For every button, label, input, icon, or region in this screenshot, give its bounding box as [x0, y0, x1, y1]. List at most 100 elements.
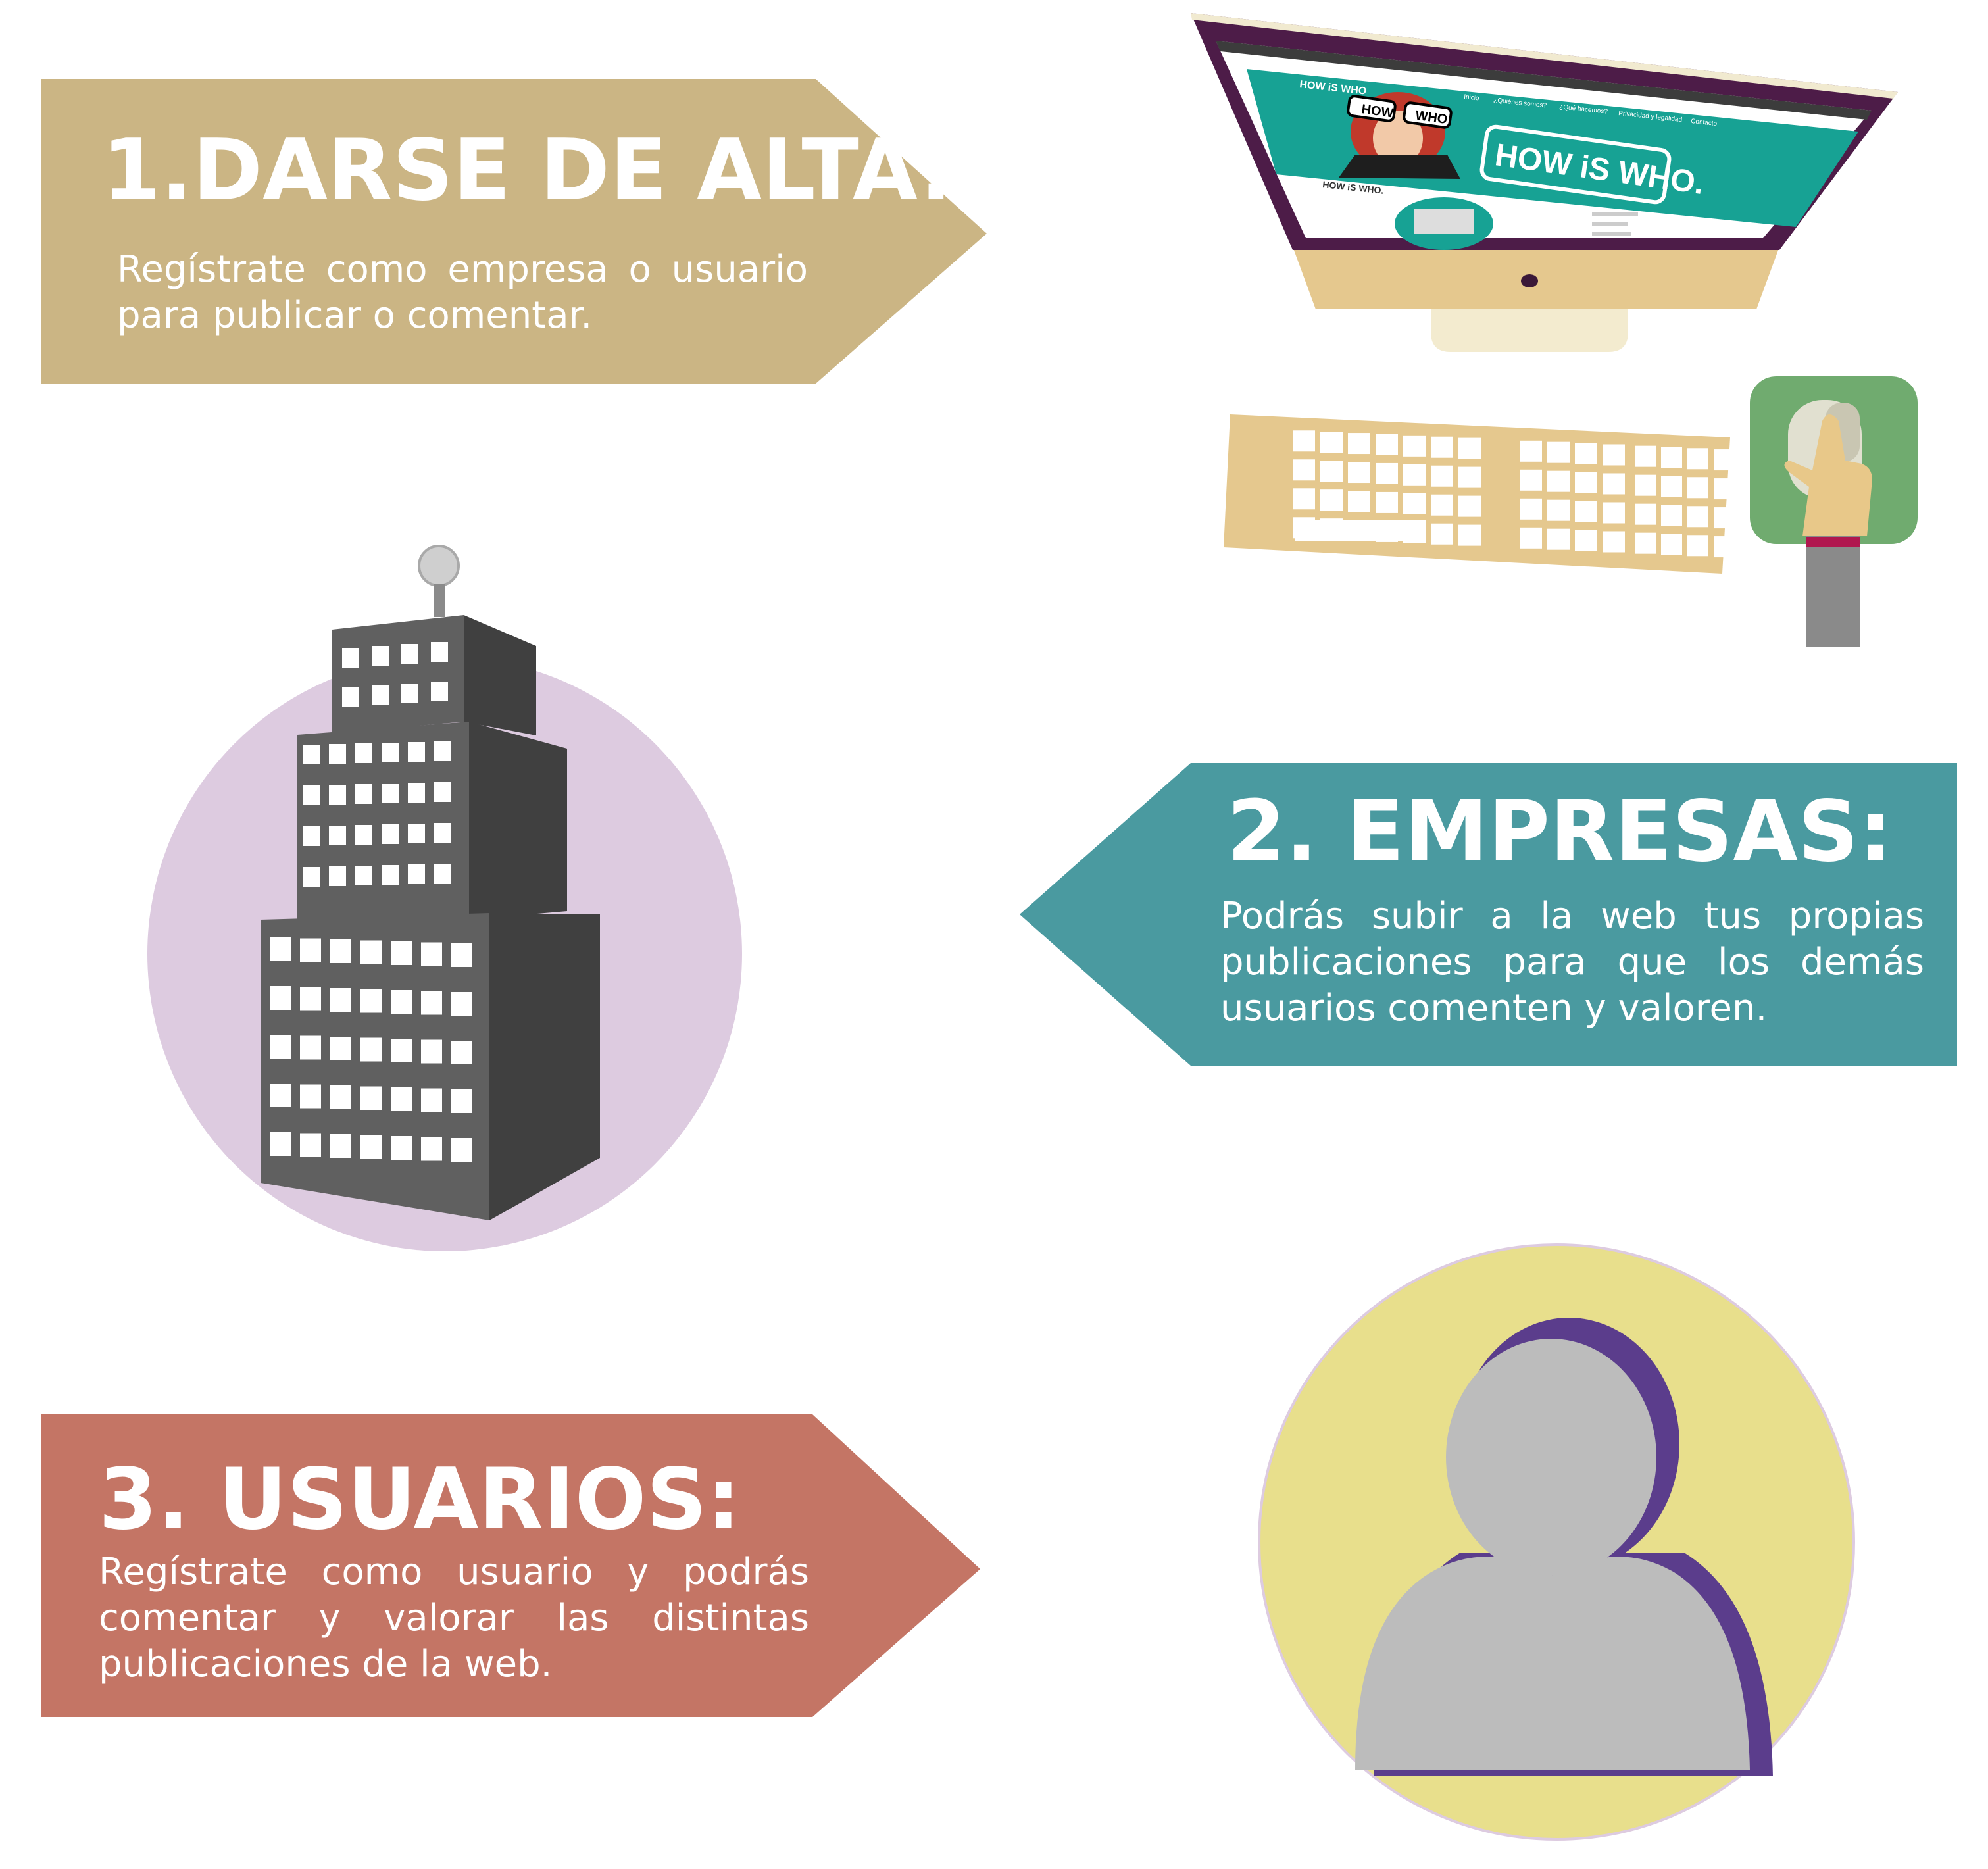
building-window: [421, 991, 442, 1015]
building-window: [355, 866, 372, 885]
keyboard-key: [1714, 478, 1735, 500]
keyboard-key: [1431, 494, 1453, 516]
keyboard-key: [1714, 449, 1735, 471]
step-1-title: 1.DARSE DE ALTA:: [102, 122, 953, 220]
building-window: [355, 784, 372, 804]
keyboard-key: [1714, 507, 1735, 529]
step-1-description: Regístrate como empresa o usuario para p…: [117, 248, 808, 337]
building-window: [329, 785, 346, 805]
building-window: [451, 1089, 472, 1113]
keyboard-key: [1635, 503, 1656, 525]
keyboard-key: [1403, 464, 1426, 486]
building-window: [355, 743, 372, 763]
keyboard-key: [1635, 474, 1656, 496]
keyboard-key: [1575, 472, 1597, 493]
building-window: [270, 986, 291, 1010]
building-window: [391, 990, 412, 1014]
step-3-description: Regístrate como usuario y podrás comenta…: [99, 1551, 809, 1685]
building-window: [382, 784, 399, 803]
keyboard-key: [1431, 523, 1453, 545]
keyboard-key: [1348, 491, 1370, 512]
keyboard-key: [1635, 445, 1656, 467]
keyboard-icon: [1224, 414, 1735, 574]
building-window: [330, 1037, 351, 1060]
building-window: [421, 1039, 442, 1064]
banner-2-shape: [1020, 763, 1957, 1066]
keyboard-key: [1603, 502, 1625, 524]
building-window: [342, 648, 359, 668]
building-window: [451, 1041, 472, 1064]
keyboard-key: [1403, 493, 1426, 514]
building-window: [330, 1085, 351, 1109]
keyboard-key: [1547, 528, 1570, 550]
building-window: [431, 682, 448, 701]
building-window: [401, 684, 418, 703]
keyboard-spacebar: [1295, 520, 1426, 541]
building-window: [330, 988, 351, 1012]
step-2-title: 2. EMPRESAS:: [1227, 783, 1893, 881]
keyboard-key: [1458, 437, 1481, 459]
keyboard-key: [1403, 435, 1426, 457]
building-window: [303, 785, 320, 805]
building-window: [408, 824, 425, 843]
building-window: [355, 825, 372, 845]
monitor-nav-5: Contacto: [1691, 118, 1718, 128]
building-window: [451, 992, 472, 1016]
keyboard-key: [1603, 444, 1625, 466]
building-window: [270, 1084, 291, 1107]
keyboard-key: [1635, 532, 1656, 554]
keyboard-key: [1603, 473, 1625, 495]
building-window: [300, 1035, 321, 1060]
keyboard-key: [1320, 461, 1343, 482]
building-window: [360, 1135, 382, 1159]
keyboard-key: [1661, 534, 1682, 555]
keyboard-key: [1520, 469, 1542, 491]
building-window: [408, 783, 425, 803]
building-window: [360, 1086, 382, 1110]
keyboard-key: [1575, 501, 1597, 522]
keyboard-key: [1376, 434, 1398, 455]
mouse-hand-icon: [1750, 376, 1918, 647]
building-window: [391, 1087, 412, 1111]
building-window: [300, 987, 321, 1011]
keyboard-key: [1687, 506, 1708, 528]
building-window: [391, 1136, 412, 1160]
banner-3-shape: [41, 1414, 980, 1717]
building-window: [421, 1137, 442, 1161]
user-icon: [1258, 1243, 1855, 1841]
building-window: [270, 937, 291, 961]
keyboard-key: [1348, 433, 1370, 455]
keyboard-key: [1520, 527, 1542, 549]
keyboard-key: [1603, 531, 1625, 553]
building-window: [451, 943, 472, 967]
monitor-nav-1: Inicio: [1464, 93, 1480, 102]
keyboard-key: [1320, 489, 1343, 511]
building-icon: [147, 545, 742, 1251]
building-window: [431, 642, 448, 662]
building-window: [372, 685, 389, 705]
building-window: [382, 743, 399, 762]
keyboard-key: [1520, 440, 1542, 462]
keyboard-key: [1293, 430, 1315, 452]
building-window: [382, 865, 399, 885]
building-window: [303, 826, 320, 846]
keyboard-key: [1687, 535, 1708, 557]
keyboard-key: [1293, 459, 1315, 481]
building-window: [360, 940, 382, 964]
building-window: [329, 826, 346, 845]
monitor-icon: HOW WHO HOW iS WHO. HOW iS WHO Inicio ¿Q…: [1191, 13, 1898, 352]
keyboard-key: [1661, 447, 1682, 468]
building-window: [408, 864, 425, 884]
building-window: [421, 942, 442, 966]
building-window: [434, 864, 451, 884]
building-window: [303, 745, 320, 764]
building-window: [330, 1134, 351, 1158]
keyboard-key: [1376, 462, 1398, 484]
banner-1-shape: [41, 79, 987, 384]
building-window: [391, 941, 412, 965]
building-window: [300, 1133, 321, 1157]
keyboard-key: [1547, 441, 1570, 463]
step-3-title: 3. USUARIOS:: [99, 1451, 741, 1549]
keyboard-key: [1293, 488, 1315, 510]
